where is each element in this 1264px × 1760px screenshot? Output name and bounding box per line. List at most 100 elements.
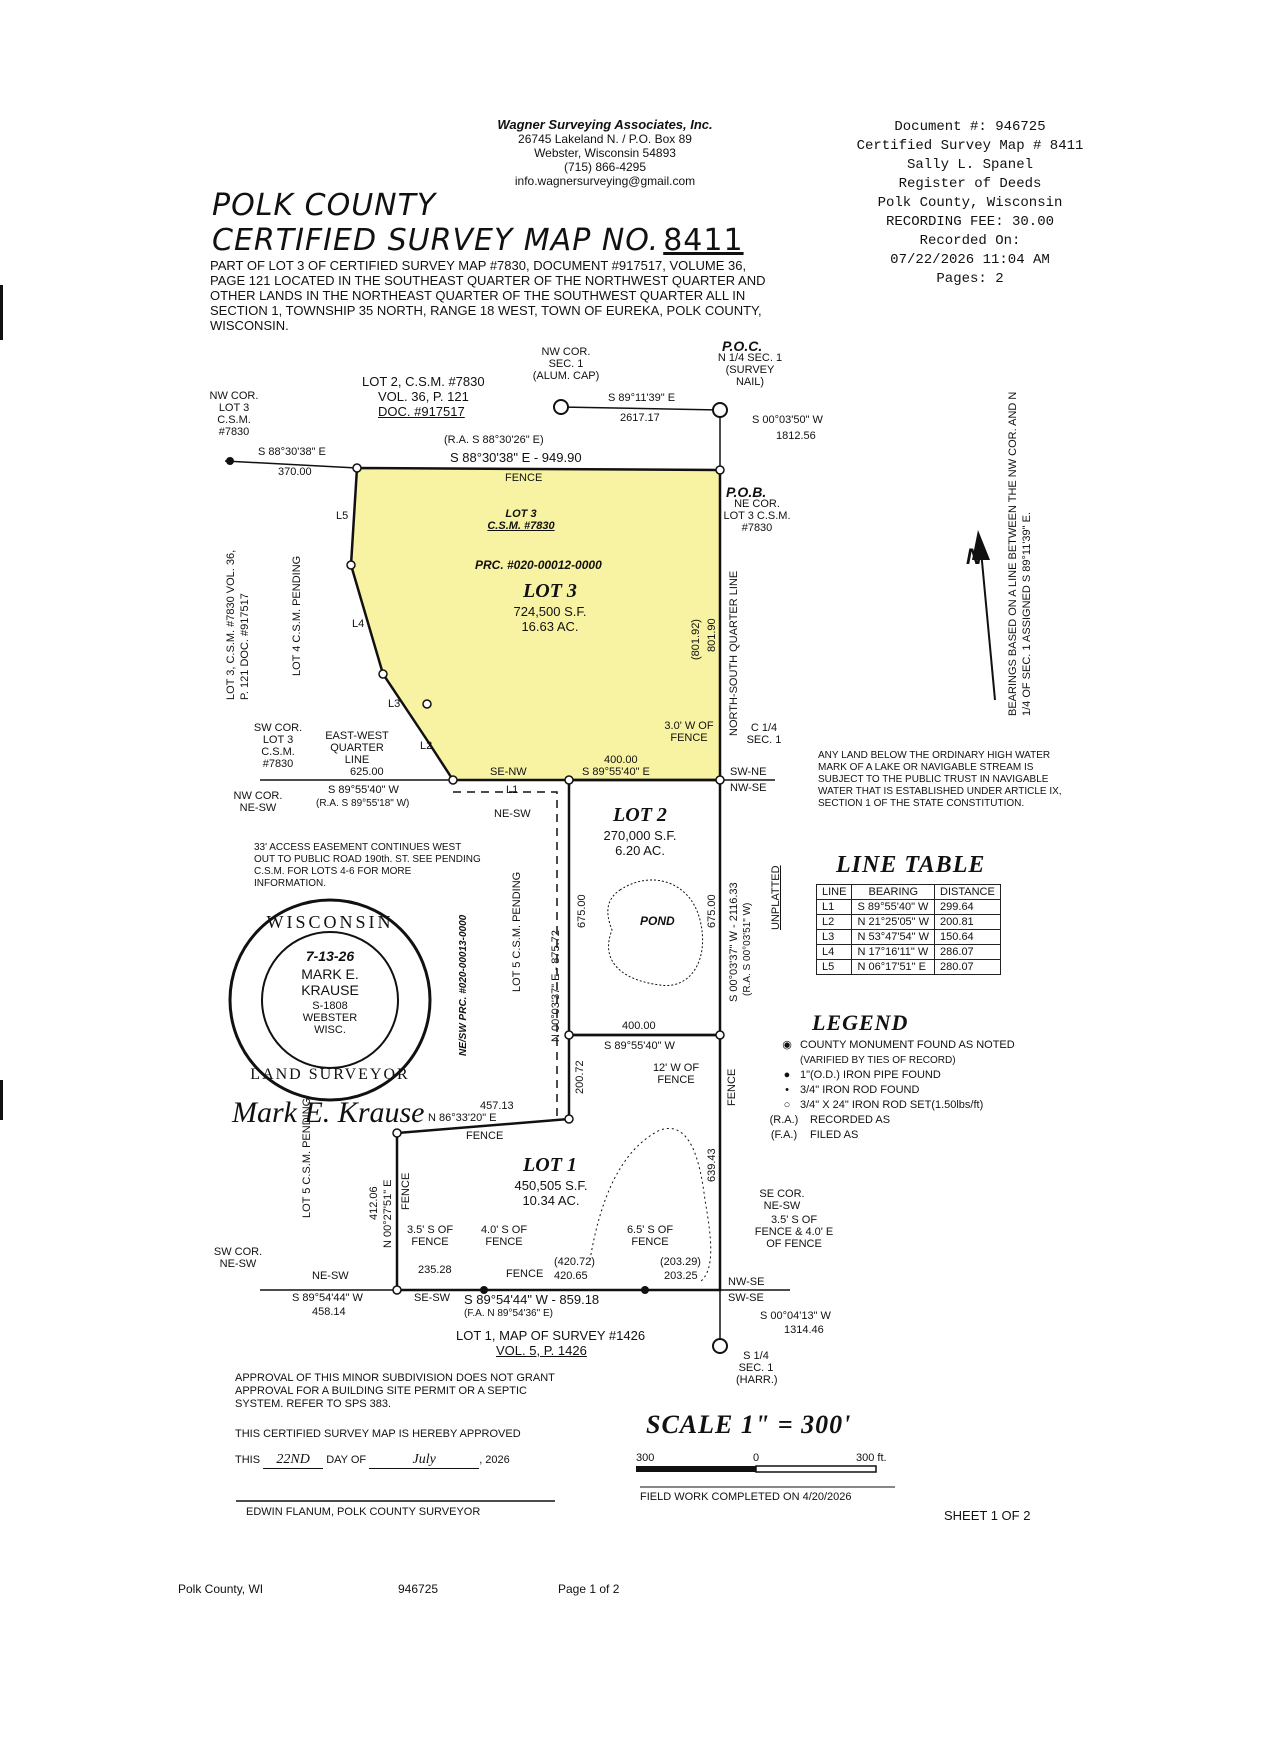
fence-40s: 4.0' S OF FENCE	[480, 1224, 528, 1248]
dist-203: 203.25	[664, 1270, 698, 1282]
lot3-west-label: LOT 3, C.S.M. #7830 VOL. 36, P. 121 DOC.…	[225, 549, 251, 700]
ne-sw-label: NE-SW	[494, 808, 531, 820]
header-line: LINE	[815, 884, 853, 900]
rec-office: Register of Deeds	[898, 176, 1042, 192]
footer-page: Page 1 of 2	[558, 1582, 620, 1596]
legend-text: RECORDED AS	[810, 1114, 891, 1126]
lot5-upper-label: LOT 5 C.S.M. PENDING	[511, 871, 523, 992]
footer-county: Polk County, WI	[178, 1582, 264, 1596]
seal-name1: MARK E.	[301, 966, 359, 982]
firm-name: Wagner Surveying Associates, Inc.	[497, 117, 713, 132]
legend-text: 3/4" IRON ROD FOUND	[800, 1084, 920, 1096]
surveyor-seal: WISCONSIN LAND SURVEYOR 7-13-26 MARK E. …	[230, 900, 430, 1100]
seal-details: S-1808 WEBSTER WISC.	[270, 1000, 390, 1036]
lot3-label: LOT 3	[505, 508, 537, 520]
cell-bearing: N 17°16'11" W	[851, 944, 936, 960]
pob-label: P.O.B.	[726, 484, 767, 500]
c14-label: C 1/4 SEC. 1	[746, 722, 782, 746]
easement-note: 33' ACCESS EASEMENT CONTINUES WEST OUT T…	[254, 842, 481, 889]
south-dist: 1314.46	[784, 1324, 824, 1336]
seal-top-text: WISCONSIN	[266, 912, 394, 932]
dist-420: 420.65	[554, 1270, 588, 1282]
rec-register: Sally L. Spanel	[906, 157, 1034, 173]
lot3-name: LOT 3	[523, 580, 577, 602]
nw-cor-lot3-label: NW COR. LOT 3 C.S.M. #7830	[209, 390, 259, 438]
dist-400-bottom: 400.00	[622, 1020, 656, 1032]
fence-east: FENCE	[726, 1068, 738, 1106]
lot1-area: 450,505 S.F. 10.34 AC.	[496, 1178, 606, 1208]
monument-s14	[712, 1338, 728, 1354]
north-line-west	[224, 460, 358, 469]
seal-date: 7-13-26	[305, 948, 355, 964]
ne-sw-prc: NE/SW PRC. #020-00013-0000	[458, 914, 469, 1056]
legend-item: ◉COUNTY MONUMENT FOUND AS NOTED	[780, 1038, 1015, 1053]
legend-title: LEGEND	[812, 1010, 909, 1035]
lot2-vol: VOL. 36, P. 121	[378, 389, 469, 404]
legend-text: 1"(O.D.) IRON PIPE FOUND	[800, 1069, 941, 1081]
approval-day: 22ND	[263, 1452, 324, 1469]
lot4-label: LOT 4 C.S.M. PENDING	[291, 555, 303, 676]
west-dist: 370.00	[278, 466, 312, 478]
cell-line: L4	[815, 944, 853, 960]
firm-header: Wagner Surveying Associates, Inc. 26745 …	[440, 117, 770, 189]
fence-3w: 3.0' W OF FENCE	[664, 720, 714, 744]
rec-doc: Document #: 946725	[894, 119, 1046, 135]
dist-457: 457.13	[480, 1100, 514, 1112]
dist-235: 235.28	[418, 1264, 452, 1276]
legend-item: ● 1"(O.D.) IRON PIPE FOUND	[780, 1068, 1015, 1083]
west-line-label: N 00°03'37" E - 875.72	[550, 930, 562, 1042]
fence-lot1-west: FENCE	[400, 1172, 412, 1210]
rec-recorded: Recorded On:	[919, 233, 1021, 249]
lot2-name: LOT 2	[613, 804, 667, 826]
rec-datetime: 07/22/2026 11:04 AM	[890, 252, 1050, 268]
lot2-west-dist: 675.00	[576, 894, 588, 928]
lot2-ac: 6.20 AC.	[615, 843, 665, 858]
dist-400-top: 400.00	[604, 754, 638, 766]
fence-c: FENCE	[506, 1268, 544, 1280]
iron-rod-set-icon: ○	[783, 1099, 791, 1111]
lot1-west-dist: 412.06	[368, 1186, 380, 1220]
pin-lot1-nw	[392, 1128, 402, 1138]
pin-lot2-sw	[564, 1030, 574, 1040]
scale-left: 300	[636, 1452, 655, 1464]
lot2-east-dist: 675.00	[706, 894, 718, 928]
nw-cor-ne-sw: NW COR. NE-SW	[233, 790, 283, 814]
iron-pipe-icon: ●	[783, 1069, 791, 1081]
dist-200: 200.72	[574, 1060, 586, 1094]
lot1-ac: 10.34 AC.	[522, 1193, 580, 1208]
s14-label: S 1/4 SEC. 1 (HARR.)	[736, 1350, 778, 1386]
cell-distance: 286.07	[934, 944, 1001, 960]
nw-cor-sec-label: NW COR. SEC. 1 (ALUM. CAP)	[532, 346, 600, 382]
lot1-map: LOT 1, MAP OF SURVEY #1426	[456, 1328, 646, 1343]
lot3-label-small: LOT 3 C.S.M. #7830	[486, 508, 556, 532]
abbr-ra: (R.A.)	[769, 1114, 799, 1126]
lot2-area: 270,000 S.F. 6.20 AC.	[580, 828, 700, 858]
fence-b: FENCE	[466, 1130, 504, 1142]
edge-mark	[0, 1080, 3, 1120]
lot2-csm: LOT 2, C.S.M. #7830	[362, 374, 485, 389]
cell-distance: 280.07	[934, 959, 1001, 975]
north-arrow-head	[972, 530, 990, 560]
monument-nw-sec	[553, 399, 569, 415]
ew-quarter-label: EAST-WEST QUARTER LINE	[325, 730, 389, 766]
dist-203-ra: (203.29)	[660, 1256, 701, 1268]
se-sw-label: SE-SW	[414, 1292, 451, 1304]
west-mid-bearing: S 89°55'40" W	[328, 784, 399, 796]
fence-12w: 12' W OF FENCE	[652, 1062, 700, 1086]
legend-item: (VARIFIED BY TIES OF RECORD)	[780, 1053, 1015, 1068]
lot1-map-block: LOT 1, MAP OF SURVEY #1426 VOL. 5, P. 14…	[456, 1328, 645, 1358]
scale-text: SCALE 1" = 300'	[646, 1410, 852, 1439]
legend-item: (F.A.)FILED AS	[771, 1128, 1015, 1143]
rec-county: Polk County, Wisconsin	[877, 195, 1063, 211]
lot3-prc: PRC. #020-00012-0000	[475, 558, 602, 572]
rec-pages: Pages: 2	[936, 271, 1004, 287]
legal-description: PART OF LOT 3 OF CERTIFIED SURVEY MAP #7…	[210, 258, 766, 333]
north-bearing: S 00°03'50" W	[752, 414, 823, 426]
page-title: POLK COUNTY CERTIFIED SURVEY MAP NO.8411	[212, 188, 744, 258]
north-dist: 1812.56	[776, 430, 816, 442]
pin-c14	[715, 775, 725, 785]
csm-number: 8411	[663, 223, 744, 258]
cell-distance: 200.81	[934, 914, 1001, 930]
